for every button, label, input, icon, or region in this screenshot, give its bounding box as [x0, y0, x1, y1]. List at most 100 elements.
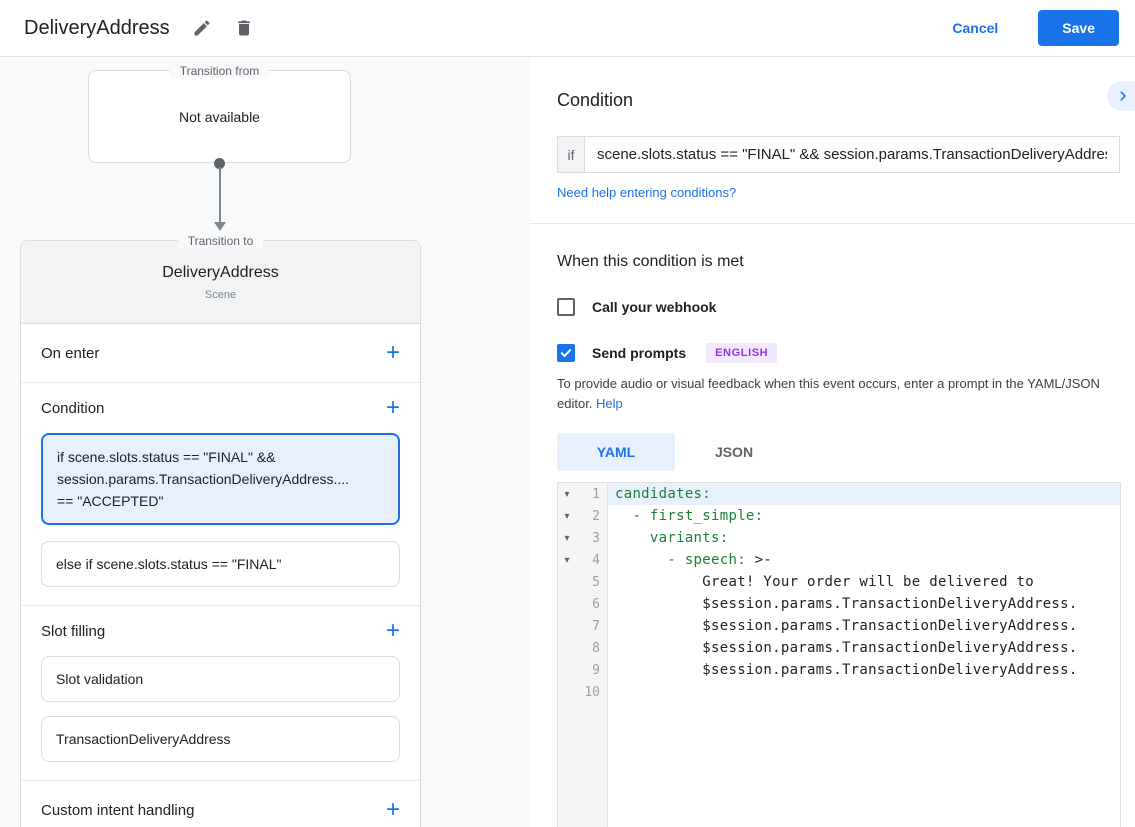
- scene-header: DeliveryAddress Scene: [21, 241, 420, 324]
- custom-intent-row: Custom intent handling +: [21, 781, 420, 827]
- code-line[interactable]: - speech: >-: [608, 549, 1120, 571]
- prompt-help-link[interactable]: Help: [596, 396, 623, 411]
- collapse-panel-button[interactable]: [1107, 81, 1135, 111]
- edit-title-button[interactable]: [192, 18, 212, 38]
- cancel-button[interactable]: Cancel: [952, 20, 999, 36]
- tab-json[interactable]: JSON: [675, 433, 793, 471]
- line-number: 10: [584, 684, 600, 700]
- top-bar: DeliveryAddress Cancel Save: [0, 0, 1135, 57]
- condition-card-else[interactable]: else if scene.slots.status == "FINAL": [41, 541, 400, 587]
- send-prompts-checkbox[interactable]: [557, 344, 575, 362]
- when-met-title: When this condition is met: [557, 253, 744, 270]
- save-button[interactable]: Save: [1038, 10, 1119, 46]
- add-slot-button[interactable]: +: [385, 617, 400, 644]
- transition-to-legend: Transition to: [21, 232, 420, 250]
- code-segment-plain: >-: [745, 552, 773, 568]
- code-line[interactable]: - first_simple:: [608, 505, 1120, 527]
- gutter-line: ▾2: [558, 505, 607, 527]
- fold-arrow-icon[interactable]: ▾: [564, 554, 570, 566]
- prompt-description: To provide audio or visual feedback when…: [557, 374, 1113, 414]
- transition-from-box: Transition from Not available: [88, 64, 351, 163]
- code-line[interactable]: $session.params.TransactionDeliveryAddre…: [608, 615, 1120, 637]
- code-line[interactable]: $session.params.TransactionDeliveryAddre…: [608, 593, 1120, 615]
- slot-card-transaction-delivery-address[interactable]: TransactionDeliveryAddress: [41, 716, 400, 762]
- webhook-row: Call your webhook: [557, 298, 1135, 316]
- webhook-checkbox[interactable]: [557, 298, 575, 316]
- code-segment-key: variants:: [615, 530, 729, 546]
- code-segment-plain: $session.params.TransactionDeliveryAddre…: [615, 596, 1078, 612]
- webhook-label: Call your webhook: [592, 299, 717, 315]
- code-line[interactable]: $session.params.TransactionDeliveryAddre…: [608, 637, 1120, 659]
- trash-icon: [234, 18, 254, 38]
- transition-from-legend: Transition from: [89, 62, 350, 80]
- connector-dot: [214, 158, 225, 169]
- main-content: Transition from Not available Transition…: [0, 57, 1135, 827]
- gutter-line: 7: [558, 615, 607, 637]
- transition-from-value: Not available: [179, 108, 260, 125]
- code-line[interactable]: $session.params.TransactionDeliveryAddre…: [608, 659, 1120, 681]
- on-enter-label: On enter: [41, 344, 100, 362]
- tab-yaml[interactable]: YAML: [557, 433, 675, 471]
- code-segment-plain: $session.params.TransactionDeliveryAddre…: [615, 662, 1078, 678]
- connector-arrowhead-icon: [214, 222, 226, 231]
- add-condition-button[interactable]: +: [385, 394, 400, 421]
- condition-section-label: Condition: [41, 399, 105, 417]
- delete-scene-button[interactable]: [234, 18, 254, 38]
- code-segment-key: - first_simple:: [615, 508, 764, 524]
- custom-intent-label: Custom intent handling: [41, 801, 195, 819]
- code-segment-key: candidates:: [615, 486, 712, 502]
- scene-name: DeliveryAddress: [162, 263, 279, 281]
- gutter-line: ▾4: [558, 549, 607, 571]
- code-segment-plain: Great! Your order will be delivered to: [615, 574, 1034, 590]
- pencil-icon: [192, 18, 212, 38]
- slot-filling-section: Slot filling + Slot validation Transacti…: [21, 606, 420, 781]
- line-number: 2: [592, 508, 600, 524]
- line-number: 4: [592, 552, 600, 568]
- editor-code[interactable]: candidates: - first_simple: variants: - …: [608, 483, 1120, 827]
- page-title: DeliveryAddress: [24, 16, 170, 39]
- gutter-line: ▾1: [558, 483, 607, 505]
- gutter-line: ▾3: [558, 527, 607, 549]
- scene-type-label: Scene: [204, 288, 237, 301]
- gutter-line: 8: [558, 637, 607, 659]
- code-segment-plain: $session.params.TransactionDeliveryAddre…: [615, 618, 1078, 634]
- fold-arrow-icon[interactable]: ▾: [564, 510, 570, 522]
- slot-card-validation[interactable]: Slot validation: [41, 656, 400, 702]
- send-prompts-label: Send prompts: [592, 345, 687, 361]
- gutter-line: 9: [558, 659, 607, 681]
- section-divider: [530, 223, 1135, 224]
- language-badge: ENGLISH: [706, 343, 778, 363]
- code-line[interactable]: Great! Your order will be delivered to: [608, 571, 1120, 593]
- condition-input-row: if: [557, 136, 1120, 173]
- fold-arrow-icon[interactable]: ▾: [564, 488, 570, 500]
- condition-expression-input[interactable]: [585, 136, 1120, 173]
- condition-help-link[interactable]: Need help entering conditions?: [557, 185, 737, 200]
- send-prompts-row: Send prompts ENGLISH: [557, 343, 1135, 363]
- line-number: 5: [592, 574, 600, 590]
- code-segment-plain: $session.params.TransactionDeliveryAddre…: [615, 640, 1078, 656]
- line-number: 7: [592, 618, 600, 634]
- line-number: 1: [592, 486, 600, 502]
- slot-filling-label: Slot filling: [41, 622, 106, 640]
- line-number: 3: [592, 530, 600, 546]
- fold-arrow-icon[interactable]: ▾: [564, 532, 570, 544]
- on-enter-row: On enter +: [21, 324, 420, 383]
- code-segment-key: - speech:: [615, 552, 746, 568]
- add-custom-intent-button[interactable]: +: [385, 796, 400, 823]
- line-number: 6: [592, 596, 600, 612]
- editor-format-tabs: YAML JSON: [557, 433, 1135, 471]
- slot-filling-header: Slot filling +: [21, 606, 420, 656]
- gutter-line: 10: [558, 681, 607, 703]
- code-line[interactable]: variants:: [608, 527, 1120, 549]
- code-line[interactable]: candidates:: [608, 483, 1120, 505]
- condition-editor-panel: Condition if Need help entering conditio…: [530, 57, 1135, 827]
- code-line[interactable]: [608, 681, 1120, 703]
- connector-line: [219, 167, 221, 222]
- add-on-enter-button[interactable]: +: [385, 339, 400, 366]
- gutter-line: 5: [558, 571, 607, 593]
- gutter-line: 6: [558, 593, 607, 615]
- condition-card-selected[interactable]: if scene.slots.status == "FINAL" && sess…: [41, 433, 400, 525]
- if-prefix-label: if: [557, 136, 585, 173]
